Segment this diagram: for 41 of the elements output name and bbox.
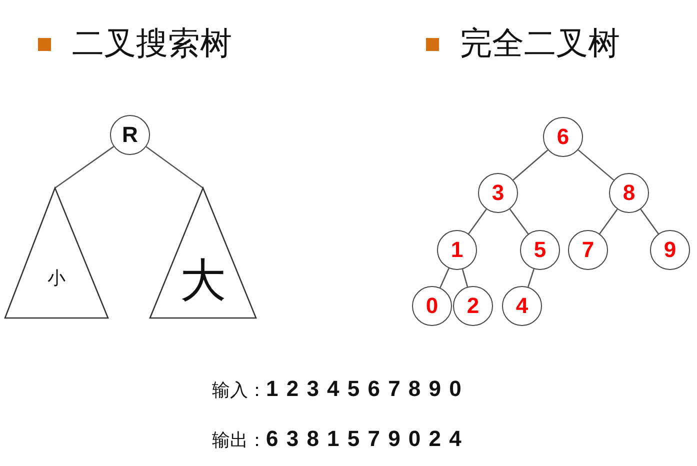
- node-value: 3: [492, 182, 504, 204]
- connector-line: [468, 208, 487, 234]
- tree-node-circle: [609, 173, 649, 213]
- tree-node-circle: [110, 115, 150, 155]
- node-value: 7: [582, 239, 594, 261]
- connector-line: [146, 146, 204, 189]
- input-sequence: 输入：1 2 3 4 5 6 7 8 9 0: [212, 376, 462, 402]
- connector-line: [512, 150, 548, 180]
- tree-node-circle: [650, 230, 690, 270]
- node-value: 5: [534, 239, 546, 261]
- tree-node-circle: [453, 286, 493, 326]
- tree-node-circle: [568, 230, 608, 270]
- tree-node-circle: [478, 173, 518, 213]
- node-value: 1: [450, 239, 464, 261]
- node-value: 2: [466, 295, 480, 317]
- tree-node-circle: [543, 117, 583, 157]
- node-value: 6: [556, 126, 570, 148]
- node-value: R: [122, 124, 138, 146]
- connector-line: [462, 269, 468, 287]
- tree-node-circle: [437, 230, 477, 270]
- subtree-triangle: [150, 188, 256, 318]
- subtree-label: 大: [180, 257, 226, 303]
- subtree-triangle: [5, 188, 108, 318]
- heading: 完全二叉树: [460, 23, 620, 64]
- tree-node-circle: [412, 286, 452, 326]
- node-value: 8: [622, 182, 636, 204]
- node-value: 0: [426, 295, 438, 317]
- heading: 二叉搜索树: [72, 23, 232, 64]
- tree-node-circle: [520, 230, 560, 270]
- connector-line: [509, 208, 529, 234]
- connector-line: [528, 268, 534, 288]
- connector-line: [54, 146, 114, 189]
- connector-line: [578, 149, 614, 181]
- output-sequence: 输出：6 3 8 1 5 7 9 0 2 4: [212, 426, 462, 452]
- tree-node-circle: [502, 286, 542, 326]
- node-value: 4: [516, 295, 528, 317]
- node-value: 9: [664, 239, 676, 261]
- subtree-label: 小: [48, 270, 66, 288]
- connector-line: [599, 208, 618, 234]
- connector-line: [640, 208, 659, 234]
- connector-line: [440, 268, 450, 288]
